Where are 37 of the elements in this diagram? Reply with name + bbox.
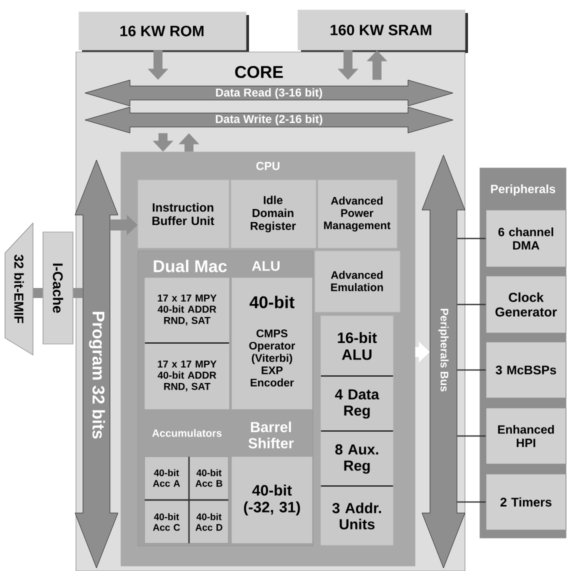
node-label: Barrel Shifter — [248, 422, 294, 448]
unit-box: Advanced Emulation — [314, 250, 400, 312]
interface-block: 32 bit-EMIF — [4, 222, 34, 356]
node-label: ALU — [252, 261, 280, 271]
peripheral-box: 3 McBSPs — [486, 342, 566, 398]
memory-box: 160 KW SRAM — [298, 10, 468, 53]
connector-line — [73, 288, 83, 298]
alu-box: ALU 40-bit CMPS Operator (Viterbi) EXP Encoder — [232, 261, 312, 410]
peripheral-box: 2 Timers — [486, 474, 566, 530]
peripheral-bus: Peripherals Bus — [422, 154, 466, 568]
connector-line — [457, 304, 486, 306]
unit-box: Idle Domain Register — [230, 180, 316, 248]
register-cell: 40-bit Acc A — [144, 456, 188, 500]
peripheral-box: Clock Generator — [486, 276, 566, 334]
peripheral-box: 6 channel DMA — [486, 210, 566, 268]
connector-line — [457, 369, 486, 371]
register-box: 3 Addr. Units — [320, 486, 394, 546]
register-cell: 40-bit Acc C — [144, 500, 188, 544]
program-bus: Program 32 bits — [74, 160, 118, 568]
connector-line — [457, 435, 486, 437]
register-box: 16-bit ALU — [320, 316, 394, 376]
register-cell: 40-bit Acc D — [190, 500, 228, 544]
unit-box: Instruction Buffer Unit — [138, 180, 230, 248]
connector-line — [33, 288, 43, 298]
register-box: 4 Data Reg — [320, 376, 394, 430]
multiplier-box: 17 x 17 MPY 40-bit ADDR RND, SAT — [144, 278, 230, 342]
shifter-box: Barrel Shifter 40-bit (-32, 31) — [232, 422, 312, 544]
register-box: 8 Aux. Reg — [320, 432, 394, 486]
unit-box: Advanced Power Management — [318, 180, 398, 248]
peripheral-box: Enhanced HPI — [486, 408, 566, 464]
node-label: Accumulators — [152, 429, 222, 437]
connector-line — [457, 501, 486, 503]
cache-box: I-Cache — [42, 232, 74, 344]
connector-line — [457, 238, 486, 240]
memory-box: 16 KW ROM — [78, 12, 249, 53]
register-cell: 40-bit Acc B — [190, 456, 228, 500]
multiplier-box: 17 x 17 MPY 40-bit ADDR RND, SAT — [144, 344, 230, 410]
